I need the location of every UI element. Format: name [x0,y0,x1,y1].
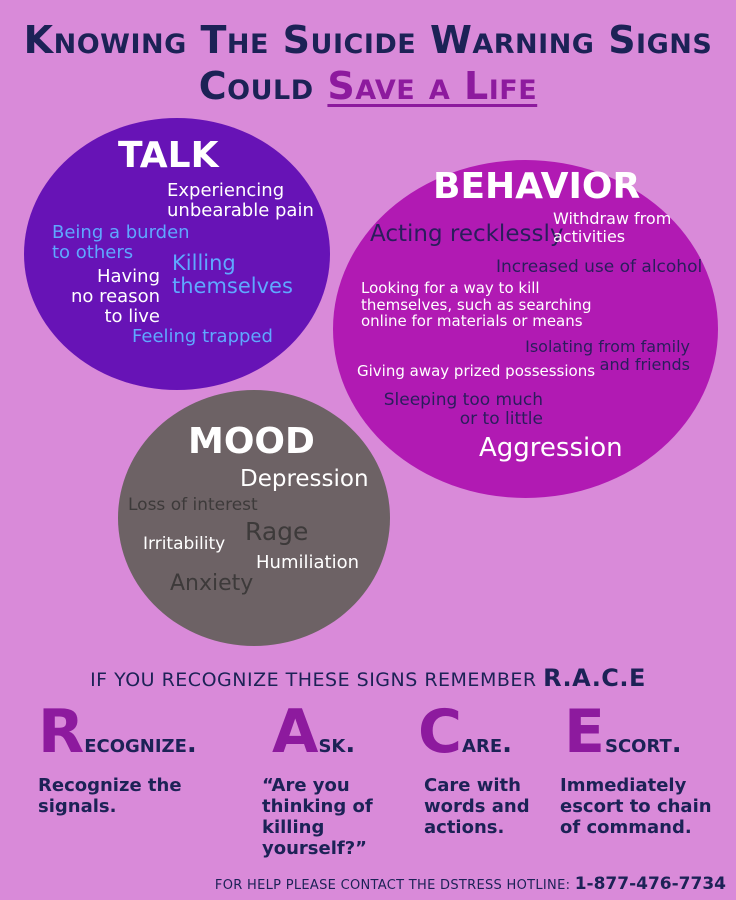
mood-item: Loss of interest [128,495,258,515]
race-word-rest: sk. [318,729,356,759]
behavior-item: Withdraw from activities [553,209,672,246]
race-acronym: R.A.C.E [543,664,646,692]
page-subtitle: Could Save a Life [0,64,736,108]
title-line2-prefix: Could [198,64,314,108]
talk-circle [24,118,330,390]
race-intro: If you recognize these signs remember R.… [0,664,736,692]
talk-item: Killing themselves [172,251,293,299]
mood-circle [118,390,390,646]
talk-item: Feeling trapped [132,326,273,347]
race-intro-text: If you recognize these signs remember [90,669,537,691]
race-letter: R [38,697,85,767]
race-step-escort: Escort. [564,702,682,762]
mood-item: Rage [245,517,309,546]
race-step-care: Care. [418,702,512,762]
talk-item: Being a burden to others [52,222,190,263]
title-highlight: Save a Life [327,64,538,108]
race-desc: Immediately escort to chain of command. [560,775,712,838]
race-desc: Recognize the signals. [38,775,182,817]
race-word-rest: are. [462,729,513,759]
race-letter: C [418,697,463,767]
race-desc: Care with words and actions. [424,775,530,838]
race-letter: A [272,697,319,767]
race-word-rest: scort. [605,729,682,759]
behavior-item: Isolating from family and friends [525,337,690,374]
behavior-item: Looking for a way to kill themselves, su… [361,279,592,330]
page-title: Knowing The Suicide Warning Signs [0,18,736,62]
hotline-number: 1-877-476-7734 [574,874,726,894]
mood-item: Irritability [143,534,226,554]
race-step-ask: Ask. [272,702,355,762]
behavior-heading: BEHAVIOR [433,166,641,207]
race-step-recognize: Recognize. [38,702,197,762]
hotline-footer: For help please contact the dstress hotl… [215,874,726,894]
talk-heading: TALK [118,135,219,176]
behavior-item: Aggression [479,433,623,463]
talk-item: Having no reason to live [70,266,160,327]
behavior-item: Sleeping too much or to little [383,390,543,429]
race-desc: “Are you thinking of killing yourself?” [262,775,373,859]
behavior-item: Giving away prized possessions [357,362,596,380]
race-letter: E [564,697,605,767]
title-line1: Knowing The Suicide Warning Signs [23,18,713,62]
mood-item: Humiliation [256,552,359,573]
behavior-item: Increased use of alcohol [496,257,703,277]
mood-item: Anxiety [170,571,254,596]
behavior-item: Acting recklessly [370,221,564,247]
race-word-rest: ecognize. [84,729,197,759]
behavior-circle [333,160,718,498]
talk-item: Experiencing unbearable pain [167,180,314,221]
hotline-label: For help please contact the dstress hotl… [214,878,571,893]
mood-item: Depression [240,466,369,492]
mood-heading: MOOD [188,421,315,462]
